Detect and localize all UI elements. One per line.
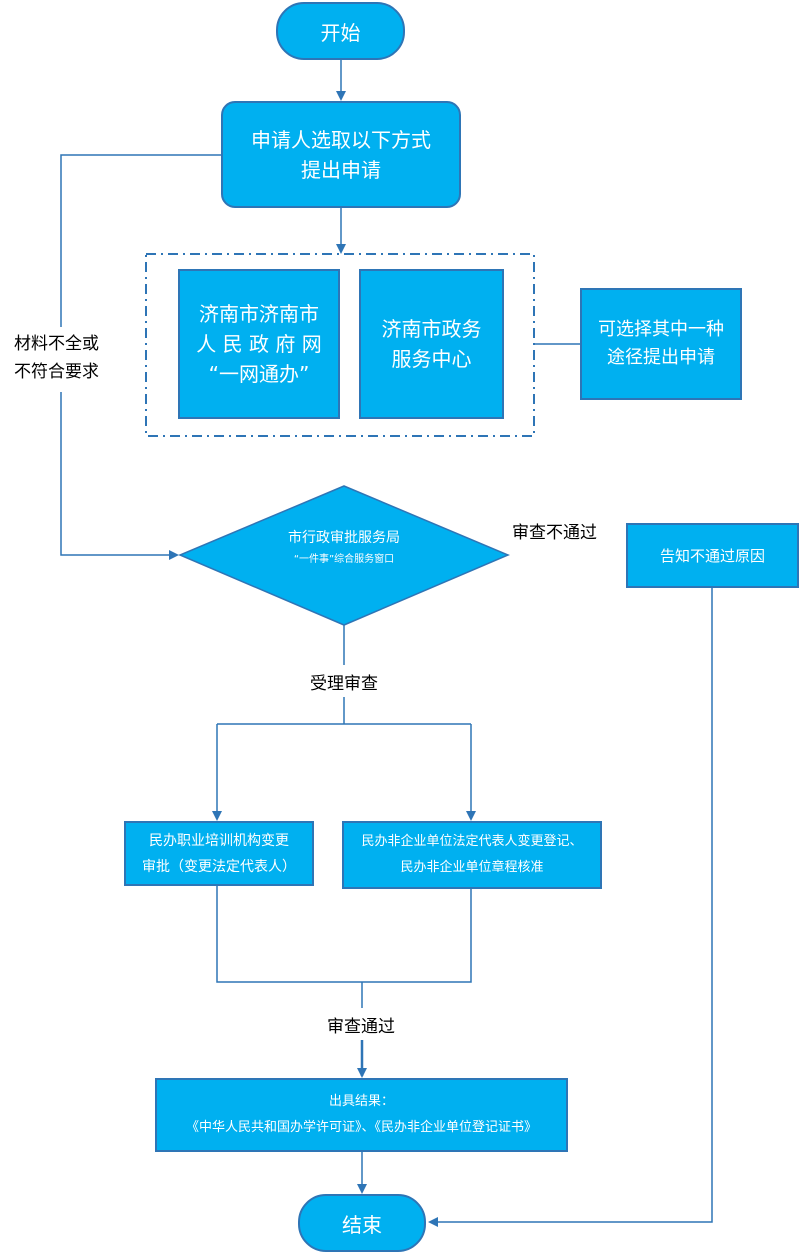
decision-text: 市行政审批服务局 “一件事”综合服务窗口 [240,525,448,569]
connector-join [216,886,472,983]
label-incomplete-line-2: 不符合要求 [14,362,99,382]
label-incomplete: 材料不全或 不符合要求 [14,330,99,386]
option-web-node: 济南市济南市 人 民 政 府 网 “一网通办” [178,269,340,419]
notify-reject-label: 告知不通过原因 [659,547,765,565]
option-center-line-2: 服务中心 [391,347,472,371]
review-a-line-2: 审批（变更法定代表人） [142,858,296,875]
result-node: 出具结果： 《中华人民共和国办学许可证》、《民办非企业单位登记证书》 [155,1078,568,1152]
apply-line-1: 申请人选取以下方式 [251,127,431,152]
choose-note-line-2: 途径提出申请 [607,347,715,368]
option-web-line-2: 人 民 政 府 网 [196,332,322,356]
label-not-passed: 审查不通过 [512,523,597,543]
review-b-line-1: 民办非企业单位法定代表人变更登记、 [361,834,583,849]
end-node: 结束 [298,1194,426,1252]
choose-note-node: 可选择其中一种 途径提出申请 [580,288,742,400]
notify-reject-node: 告知不通过原因 [626,523,799,588]
label-accept-review: 受理审查 [310,674,378,694]
apply-node: 申请人选取以下方式 提出申请 [221,101,461,208]
result-line-2: 《中华人民共和国办学许可证》、《民办非企业单位登记证书》 [185,1120,537,1135]
channel-group-frame [145,253,535,437]
option-center-line-1: 济南市政务 [381,317,482,341]
start-node: 开始 [276,2,405,60]
arrow-reject-to-end [428,588,713,1227]
arrow-incomplete-loop-lower [60,392,179,560]
start-label: 开始 [320,20,361,45]
decision-line-1: 市行政审批服务局 [288,530,400,546]
decision-diamond [178,485,510,626]
review-a-node: 民办职业培训机构变更 审批（变更法定代表人） [124,821,314,886]
option-web-line-3: “一网通办” [208,362,310,386]
label-passed: 审查通过 [327,1017,395,1037]
decision-line-2: “一件事”综合服务窗口 [293,554,395,565]
review-b-node: 民办非企业单位法定代表人变更登记、 民办非企业单位章程核准 [342,821,602,889]
review-b-line-2: 民办非企业单位章程核准 [400,860,544,875]
end-label: 结束 [342,1212,382,1237]
choose-note-line-1: 可选择其中一种 [598,319,724,340]
apply-line-2: 提出申请 [301,157,381,182]
review-a-line-1: 民办职业培训机构变更 [149,832,289,849]
connector-incomplete-loop-upper [60,154,221,327]
label-incomplete-line-1: 材料不全或 [14,334,99,354]
option-center-node: 济南市政务 服务中心 [359,269,504,419]
result-line-1: 出具结果： [328,1094,394,1109]
option-web-line-1: 济南市济南市 [199,302,319,326]
